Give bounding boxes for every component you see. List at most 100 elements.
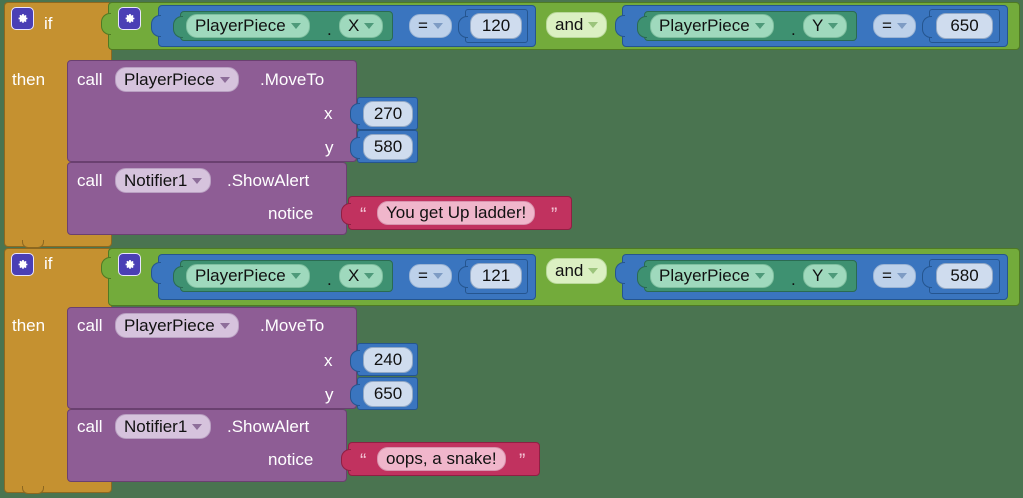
- chevron-down-icon[interactable]: [364, 23, 375, 29]
- arg-label-y: y: [325, 385, 334, 404]
- getter-4-left-plug: [637, 266, 647, 288]
- chevron-down-icon[interactable]: [432, 273, 443, 279]
- property-dropdown-y[interactable]: Y: [803, 264, 848, 288]
- compare-block-2-left-plug: [151, 262, 161, 284]
- text-string: oops, a snake!: [386, 449, 497, 468]
- text-value-2[interactable]: oops, a snake!: [377, 447, 506, 471]
- call-keyword: call: [77, 316, 103, 335]
- chevron-down-icon[interactable]: [588, 268, 599, 274]
- comparator-symbol: =: [882, 266, 892, 285]
- chevron-down-icon[interactable]: [192, 423, 203, 430]
- compare-block-2-right-plug: [615, 262, 625, 284]
- then-keyword: then: [12, 70, 46, 89]
- component-dropdown-playerpiece[interactable]: PlayerPiece: [115, 313, 239, 338]
- compare-block-1-left-plug: [151, 15, 161, 37]
- and-operator-label: and: [555, 261, 584, 280]
- arg-label-x: x: [324, 104, 333, 123]
- number-value-2-left[interactable]: 121: [470, 263, 522, 289]
- chevron-down-icon[interactable]: [588, 22, 599, 28]
- comparator-dropdown-2-left[interactable]: =: [409, 264, 452, 288]
- chevron-down-icon[interactable]: [432, 23, 443, 29]
- component-name: PlayerPiece: [124, 315, 215, 335]
- component-dropdown-playerpiece[interactable]: PlayerPiece: [650, 264, 774, 288]
- then-keyword: then: [12, 316, 46, 335]
- number-value-1-right[interactable]: 650: [936, 13, 993, 39]
- chevron-down-icon[interactable]: [364, 273, 375, 279]
- gear-icon[interactable]: [118, 253, 141, 276]
- chevron-down-icon[interactable]: [219, 322, 230, 329]
- comparator-dropdown-1-left[interactable]: =: [409, 14, 452, 38]
- gear-icon[interactable]: [118, 7, 141, 30]
- component-name: Notifier1: [124, 170, 188, 190]
- dot-separator: .: [327, 20, 332, 39]
- if-keyword: if: [44, 14, 53, 33]
- comparator-dropdown-2-right[interactable]: =: [873, 264, 916, 288]
- chevron-down-icon[interactable]: [290, 273, 301, 279]
- dot-separator: .: [327, 270, 332, 289]
- arg-x-value-1[interactable]: 270: [363, 101, 413, 127]
- chevron-down-icon[interactable]: [828, 273, 839, 279]
- chevron-down-icon[interactable]: [754, 23, 765, 29]
- property-dropdown-x[interactable]: X: [339, 264, 384, 288]
- component-dropdown-playerpiece[interactable]: PlayerPiece: [115, 67, 239, 92]
- chevron-down-icon[interactable]: [290, 23, 301, 29]
- comparator-symbol: =: [418, 16, 428, 35]
- and-operator-dropdown-2[interactable]: and: [546, 258, 608, 284]
- arg-x-plug-2: [350, 350, 360, 372]
- call-keyword: call: [77, 417, 103, 436]
- arg-x-plug-1: [350, 103, 360, 125]
- gear-icon[interactable]: [11, 253, 34, 276]
- component-dropdown-playerpiece[interactable]: PlayerPiece: [650, 14, 774, 38]
- text-block-2-plug: [341, 449, 351, 471]
- component-name: PlayerPiece: [195, 266, 286, 285]
- method-name: .ShowAlert: [227, 171, 310, 190]
- dot-separator: .: [791, 270, 796, 289]
- open-quote: “: [360, 451, 367, 472]
- component-dropdown-playerpiece[interactable]: PlayerPiece: [186, 14, 310, 38]
- property-name: Y: [812, 266, 824, 285]
- compare-block-1-right-plug: [615, 15, 625, 37]
- arg-y-value-2[interactable]: 650: [363, 381, 413, 407]
- component-dropdown-notifier1[interactable]: Notifier1: [115, 414, 212, 439]
- text-block-1-plug: [341, 203, 351, 225]
- number-1-right-plug: [922, 16, 932, 38]
- chevron-down-icon[interactable]: [828, 23, 839, 29]
- and-block-1-left-plug: [101, 13, 111, 35]
- getter-2-left-plug: [637, 16, 647, 38]
- method-name: .ShowAlert: [227, 417, 310, 436]
- property-dropdown-y[interactable]: Y: [803, 14, 848, 38]
- arg-y-value-1[interactable]: 580: [363, 134, 413, 160]
- and-operator-dropdown-1[interactable]: and: [546, 12, 608, 38]
- component-name: PlayerPiece: [195, 16, 286, 35]
- chevron-down-icon[interactable]: [896, 273, 907, 279]
- number-2-right-plug: [922, 266, 932, 288]
- text-value-1[interactable]: You get Up ladder!: [377, 201, 536, 225]
- arg-x-value-2[interactable]: 240: [363, 347, 413, 373]
- chevron-down-icon[interactable]: [192, 177, 203, 184]
- call-keyword: call: [77, 70, 103, 89]
- arg-y-plug-2: [350, 384, 360, 406]
- component-dropdown-playerpiece[interactable]: PlayerPiece: [186, 264, 310, 288]
- chevron-down-icon[interactable]: [896, 23, 907, 29]
- component-name: PlayerPiece: [659, 16, 750, 35]
- component-dropdown-notifier1[interactable]: Notifier1: [115, 168, 212, 193]
- property-name: X: [348, 16, 360, 35]
- number-value-1-left[interactable]: 120: [470, 13, 522, 39]
- chevron-down-icon[interactable]: [754, 273, 765, 279]
- property-dropdown-x[interactable]: X: [339, 14, 384, 38]
- close-quote: ”: [519, 451, 526, 472]
- getter-1-left-plug: [173, 16, 183, 38]
- arg-label-notice: notice: [268, 450, 314, 469]
- dot-separator: .: [791, 20, 796, 39]
- component-name: PlayerPiece: [124, 69, 215, 89]
- number-value-2-right[interactable]: 580: [936, 263, 993, 289]
- component-name: PlayerPiece: [659, 266, 750, 285]
- chevron-down-icon[interactable]: [219, 76, 230, 83]
- comparator-dropdown-1-right[interactable]: =: [873, 14, 916, 38]
- arg-label-y: y: [325, 138, 334, 157]
- gear-icon[interactable]: [11, 7, 34, 30]
- arg-label-x: x: [324, 351, 333, 370]
- property-name: X: [348, 266, 360, 285]
- open-quote: “: [360, 205, 367, 226]
